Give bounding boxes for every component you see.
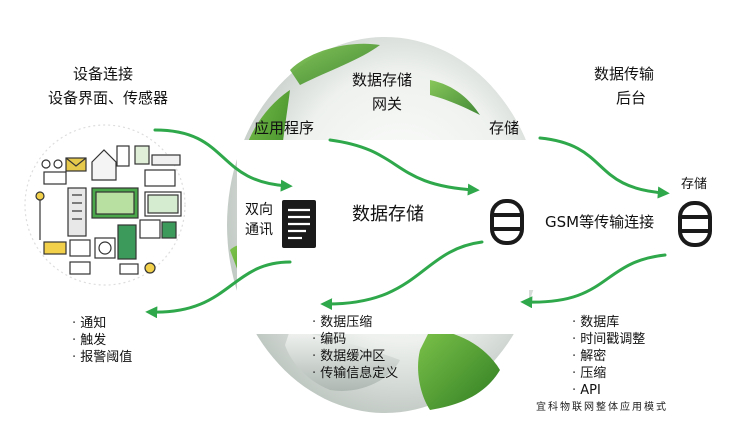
list-item: 报警阈值 xyxy=(72,349,132,366)
center-title: 数据存储 xyxy=(352,204,424,225)
list-item: API xyxy=(572,382,645,399)
device-title: 设备连接 xyxy=(73,65,134,83)
backend-title: 数据传输 xyxy=(594,65,655,83)
bidirectional-label: 双向 xyxy=(245,202,273,218)
app-label: 应用程序 xyxy=(254,119,315,137)
backend-subtitle: 后台 xyxy=(616,89,647,107)
right-panel-mask xyxy=(529,130,569,290)
list-item: 时间戳调整 xyxy=(572,331,645,348)
list-item: 数据库 xyxy=(572,314,645,331)
list-item: 解密 xyxy=(572,348,645,365)
list-item: 通知 xyxy=(72,315,132,332)
gateway-items: 数据压缩 编码 数据缓冲区 传输信息定义 xyxy=(312,314,398,382)
device-subtitle: 设备界面、传感器 xyxy=(48,89,169,107)
gateway-title: 数据存储 xyxy=(352,71,413,89)
storage-top-label: 存储 xyxy=(489,119,520,137)
device-items: 通知 触发 报警阈值 xyxy=(72,315,132,366)
bidirectional-label-2: 通讯 xyxy=(245,222,273,238)
list-item: 编码 xyxy=(312,331,398,348)
backend-items: 数据库 时间戳调整 解密 压缩 API xyxy=(572,314,645,399)
gsm-label: GSM等传输连接 xyxy=(545,213,655,231)
list-item: 数据缓冲区 xyxy=(312,348,398,365)
list-item: 数据压缩 xyxy=(312,314,398,331)
list-item: 触发 xyxy=(72,332,132,349)
gateway-subtitle: 网关 xyxy=(372,95,403,113)
storage-right-label: 存储 xyxy=(681,177,708,192)
list-item: 传输信息定义 xyxy=(312,365,398,382)
list-item: 压缩 xyxy=(572,365,645,382)
caption: 宜科物联网整体应用模式 xyxy=(536,402,668,413)
